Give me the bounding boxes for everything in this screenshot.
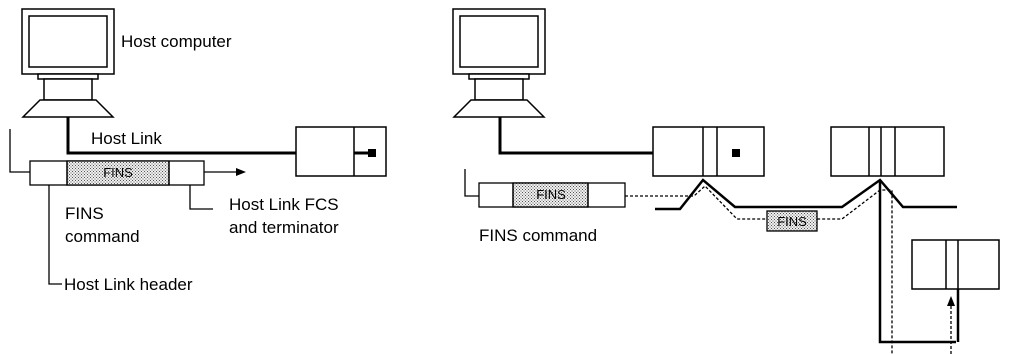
host-computer-label: Host computer [121,32,232,51]
connector-port-right [732,149,740,157]
fins-packet-label-right: FINS [536,187,566,202]
frame-bracket-right [464,169,479,197]
fins-route-dotted [625,185,893,354]
plc-unit-3 [911,239,1000,290]
fins-command-label-right: FINS command [479,226,597,245]
plc-unit-1 [652,126,765,177]
computer-icon [21,8,115,118]
arrow-up-icon [947,296,955,306]
network-line [655,178,957,211]
computer-icon-right [452,8,546,118]
header-bracket [48,185,62,285]
host-link-header-label: Host Link header [64,275,193,294]
fcs-label-line2: and terminator [229,218,339,237]
host-link-line [66,117,373,155]
left-host-link-diagram: Host computer Host Link FINS Host Link h… [9,8,387,294]
connector-port [368,149,376,157]
network-branch-line [878,180,956,344]
host-link-frame-right [478,182,626,208]
fcs-bracket [189,185,213,210]
plc-unit-2 [830,126,945,177]
fins-packet-label: FINS [103,165,133,180]
frame-bracket [9,129,30,173]
right-network-diagram: FINS FINS command FINS [452,8,1000,354]
host-link-label: Host Link [91,129,162,148]
fins-network-label: FINS [777,214,807,229]
fins-network-packet [766,210,818,232]
fcs-label-line1: Host Link FCS [229,195,339,214]
fins-command-label-line2: command [65,227,140,246]
arrow-head-icon [236,168,246,176]
fins-command-label-line1: FINS [65,204,104,223]
host-link-frame [29,160,205,186]
